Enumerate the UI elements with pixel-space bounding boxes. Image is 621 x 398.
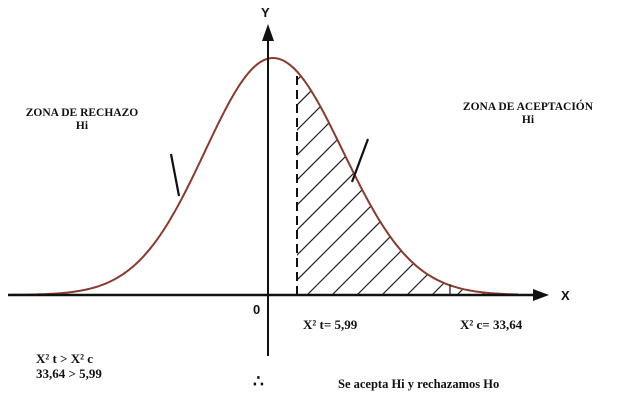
hatch-line — [506, 71, 518, 295]
rejection-zone-label: ZONA DE RECHAZO Hi — [17, 107, 147, 133]
hatch-line — [297, 71, 518, 295]
left-curve-slash-mark — [169, 153, 181, 197]
hatch-line — [297, 71, 448, 295]
hatch-line — [297, 71, 498, 295]
hatch-line — [306, 71, 518, 295]
acceptance-zone-title: ZONA DE ACEPTACIÓN — [462, 101, 594, 113]
rejection-zone-title: ZONA DE RECHAZO — [25, 107, 139, 119]
hatch-line — [406, 71, 518, 295]
hatch-line — [481, 71, 518, 295]
hatch-line — [331, 71, 518, 295]
bell-curve — [8, 57, 519, 296]
rejection-zone-hypothesis: Hi — [75, 120, 89, 133]
right-curve-slash-mark — [350, 138, 370, 183]
hatch-line — [557, 55, 621, 295]
y-axis-label: Y — [261, 5, 270, 20]
y-axis-arrow — [262, 24, 274, 41]
x2-tabulated-label: X² t= 5,99 — [303, 317, 358, 332]
hatch-line — [297, 71, 423, 295]
hatch-line — [381, 71, 518, 295]
acceptance-zone-label: ZONA DE ACEPTACIÓN Hi — [452, 101, 604, 127]
x2-calculated-label: X² c= 33,64 — [460, 317, 523, 332]
origin-label: 0 — [253, 302, 261, 317]
acceptance-zone-hypothesis: Hi — [521, 114, 535, 127]
hatch-line — [456, 71, 518, 295]
comparison-symbolic: X² t > X² c — [36, 351, 94, 366]
hatch-line — [297, 71, 373, 295]
hatch-line — [431, 71, 518, 295]
comparison-numeric: 33,64 > 5,99 — [36, 365, 102, 381]
hatch-line — [297, 71, 323, 295]
conclusion-text: Se acepta Hi y rechazamos Ho — [338, 377, 500, 391]
therefore-symbol: ∴ — [253, 372, 264, 391]
x-axis-label: X — [561, 288, 570, 303]
x-axis-arrow — [533, 289, 549, 301]
hatch-line — [356, 71, 518, 295]
hatch-line — [532, 55, 621, 295]
hatch-line — [297, 71, 298, 295]
hatch-line — [297, 71, 348, 295]
comparison-condition: X² t > X² c 33,64 > 5,99 — [36, 351, 102, 382]
